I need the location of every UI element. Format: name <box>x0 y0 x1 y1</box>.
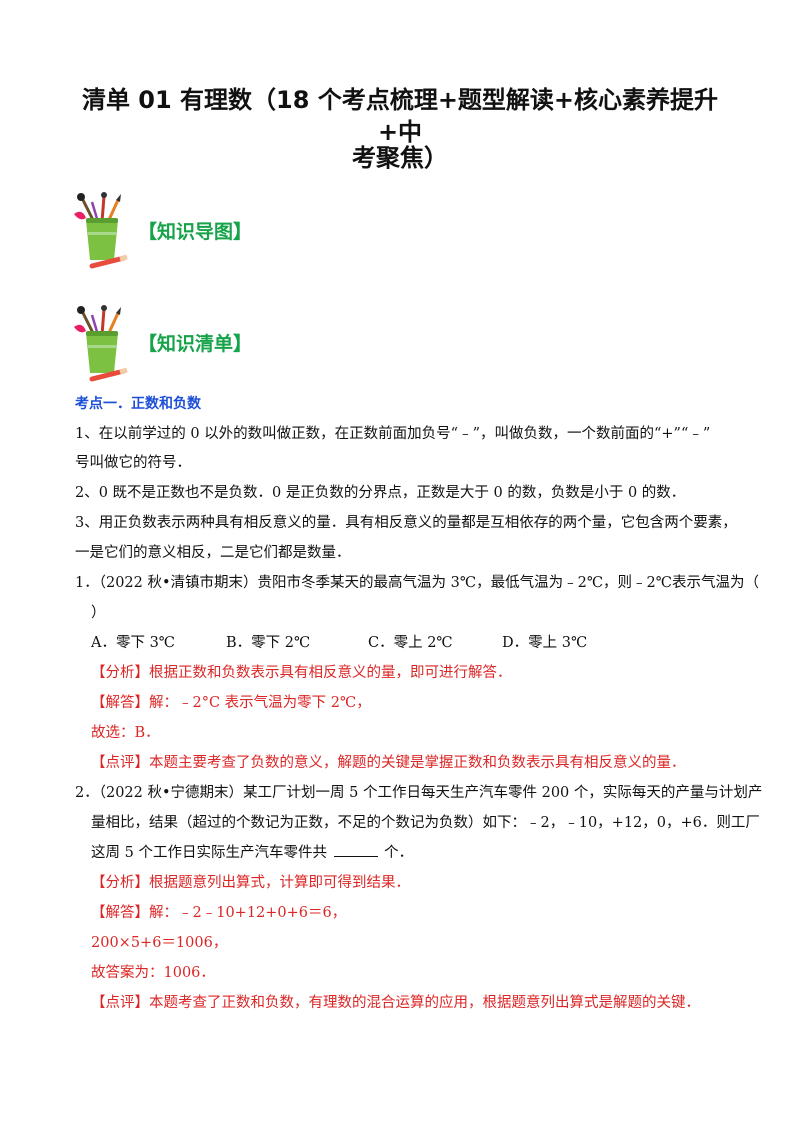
page-title-line-1: 清单 01 有理数（18 个考点梳理+题型解读+核心素养提升+中 <box>81 86 719 146</box>
keypoint-paragraph-3b: 一是它们的意义相反，二是它们都是数量． <box>75 545 351 561</box>
question-2-stem-a: 2．（2022 秋•宁德期末）某工厂计划一周 5 个工作日每天生产汽车零件 20… <box>75 785 763 801</box>
question-2-answer: 【解答】解：﹣2﹣10+12+0+6＝6， <box>91 905 347 921</box>
answer-blank <box>333 842 378 857</box>
pencil-cup-icon <box>74 305 128 382</box>
question-1-analysis: 【分析】根据正数和负数表示具有相反意义的量，即可进行解答． <box>91 665 512 681</box>
section-knowledge-map: 【知识导图】 <box>72 192 372 272</box>
section-knowledge-list: 【知识清单】 <box>72 305 372 385</box>
keypoint-heading: 考点一．正数和负数 <box>75 396 201 412</box>
keypoint-paragraph-3a: 3、用正负数表示两种具有相反意义的量．具有相反意义的量都是互相依存的两个量，它包… <box>75 515 737 531</box>
keypoint-paragraph-2: 2、0 既不是正数也不是负数．0 是正负数的分界点，正数是大于 0 的数，负数是… <box>75 485 686 501</box>
question-2-stem-c: 这周 5 个工作日实际生产汽车零件共 个． <box>91 842 413 864</box>
keypoint-paragraph-1b: 号叫做它的符号． <box>75 455 191 471</box>
question-1-stem-b: ） <box>91 605 106 621</box>
question-2-analysis: 【分析】根据题意列出算式，计算即可得到结果． <box>91 875 410 891</box>
option-d: D．零上 3℃ <box>502 635 588 651</box>
option-b: B．零下 2℃ <box>226 635 311 651</box>
question-2-final: 故答案为：1006． <box>91 965 215 981</box>
question-2-stem-c2: 个． <box>384 845 414 861</box>
question-1-choice: 故选：B． <box>91 725 160 741</box>
question-1-answer: 【解答】解：﹣2°C 表示气温为零下 2℃， <box>91 695 371 711</box>
question-1-comment: 【点评】本题主要考查了负数的意义，解题的关键是掌握正数和负数表示具有相反意义的量… <box>91 755 686 771</box>
question-1-stem-a: 1．（2022 秋•清镇市期末）贵阳市冬季某天的最高气温为 3℃，最低气温为﹣2… <box>75 575 759 591</box>
question-1-options: A．零下 3℃ B．零下 2℃ C．零上 2℃ D．零上 3℃ <box>91 632 691 654</box>
section-title-knowledge-map: 【知识导图】 <box>138 221 253 243</box>
section-title-knowledge-list: 【知识清单】 <box>138 333 253 355</box>
keypoint-paragraph-1a: 1、在以前学过的 0 以外的数叫做正数，在正数前面加负号“﹣”，叫做负数，一个数… <box>75 426 711 442</box>
page-title-line-2: 考聚焦） <box>352 144 448 172</box>
question-2-calc: 200×5+6＝1006， <box>91 935 228 951</box>
pencil-cup-icon <box>74 192 128 269</box>
question-2-stem-b: 量相比，结果（超过的个数记为正数，不足的个数记为负数）如下：﹣2，﹣10，+12… <box>91 815 760 831</box>
option-c: C．零上 2℃ <box>368 635 453 651</box>
question-2-comment: 【点评】本题考查了正数和负数，有理数的混合运算的应用，根据题意列出算式是解题的关… <box>91 995 700 1011</box>
option-a: A．零下 3℃ <box>91 635 176 651</box>
question-2-stem-c1: 这周 5 个工作日实际生产汽车零件共 <box>91 845 327 861</box>
